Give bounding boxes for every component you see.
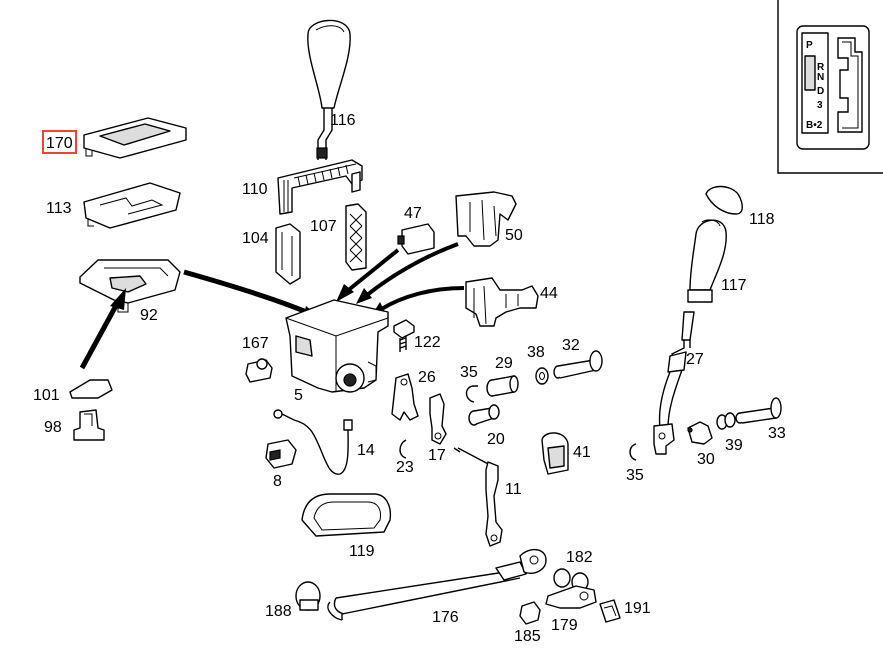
label-35-top[interactable]: 35 [460,364,478,381]
label-118[interactable]: 118 [749,211,775,228]
label-116[interactable]: 116 [330,112,356,129]
part-98-retainer[interactable] [73,409,105,441]
part-182-bushing[interactable] [553,568,589,592]
gate-pos-b2: B•2 [806,120,823,131]
label-20[interactable]: 20 [487,431,505,448]
part-188-grommet[interactable] [295,581,321,611]
shift-gate-inset: P R N D 3 B•2 [777,0,883,174]
part-117-knob[interactable] [687,219,727,303]
part-39-spacer[interactable] [716,412,736,430]
label-17[interactable]: 17 [428,447,446,464]
label-35-right[interactable]: 35 [626,467,644,484]
arrow-92-to-101 [79,288,126,370]
label-23[interactable]: 23 [396,459,414,476]
part-167-bulb[interactable] [245,358,273,383]
label-185[interactable]: 185 [514,628,541,645]
gate-pos-p: P [806,40,813,51]
part-8-bracket[interactable] [265,439,297,469]
label-113[interactable]: 113 [46,200,72,217]
part-107-strip[interactable] [345,203,367,271]
part-122-bolt[interactable] [393,319,415,352]
part-41-bracket[interactable] [541,432,569,475]
part-50-bracket[interactable] [455,191,517,247]
label-167[interactable]: 167 [242,335,269,352]
part-33-pin[interactable] [735,397,782,424]
part-191-clip[interactable] [599,599,621,623]
arrow-50-to-housing [356,242,459,304]
label-11[interactable]: 11 [505,481,522,498]
label-8[interactable]: 8 [273,473,282,490]
label-191[interactable]: 191 [624,600,651,617]
label-179[interactable]: 179 [551,617,578,634]
part-20-pin[interactable] [468,404,500,426]
part-170-trim-frame[interactable] [83,117,187,159]
part-116-shift-knob[interactable] [307,19,351,160]
part-119-gasket[interactable] [301,493,392,537]
gate-pos-n: N [817,72,824,83]
label-119[interactable]: 119 [349,543,375,560]
label-170[interactable]: 170 [46,135,73,152]
label-32[interactable]: 32 [562,337,580,354]
part-38-spacer[interactable] [535,367,549,385]
gate-pos-3: 3 [817,100,823,111]
part-14-cable[interactable] [273,409,353,475]
arrow-47-to-housing [336,248,400,302]
label-27[interactable]: 27 [686,351,704,368]
part-32-pin[interactable] [553,350,603,379]
part-47-switch[interactable] [397,223,435,255]
part-44-connector[interactable] [465,277,539,327]
part-27-lever-assembly[interactable] [653,311,695,455]
part-104-strip[interactable] [275,223,301,285]
label-170-highlight [42,130,77,154]
label-5[interactable]: 5 [294,387,303,404]
label-110[interactable]: 110 [242,181,268,198]
part-113-shift-plate[interactable] [83,182,181,229]
label-38[interactable]: 38 [527,344,545,361]
gate-pos-r: R [817,62,825,73]
label-122[interactable]: 122 [414,334,441,351]
part-17-lever[interactable] [429,393,447,445]
part-176-shift-rod[interactable] [327,549,547,621]
part-118-knob-cap[interactable] [705,185,743,215]
label-98[interactable]: 98 [44,419,62,436]
part-11-lever[interactable] [453,447,503,547]
part-30-clip[interactable] [687,421,713,445]
label-29[interactable]: 29 [495,355,513,372]
label-92[interactable]: 92 [140,307,158,324]
label-33[interactable]: 33 [768,425,786,442]
label-117[interactable]: 117 [721,277,747,294]
gate-pos-d: D [817,86,824,97]
part-35-ring-top[interactable] [465,385,479,403]
part-5-housing[interactable] [285,299,389,393]
label-188[interactable]: 188 [265,603,292,620]
label-176[interactable]: 176 [432,609,459,626]
label-41[interactable]: 41 [573,444,591,461]
part-185-nut[interactable] [519,601,541,625]
label-50[interactable]: 50 [505,227,523,244]
label-104[interactable]: 104 [242,230,269,247]
label-44[interactable]: 44 [540,285,558,302]
part-179-link[interactable] [545,585,597,609]
part-26-lever[interactable] [391,373,419,421]
part-101-clip[interactable] [69,379,113,399]
label-47[interactable]: 47 [404,205,422,222]
part-29-bushing[interactable] [486,375,519,397]
label-101[interactable]: 101 [33,387,60,404]
label-14[interactable]: 14 [357,442,375,459]
part-23-clip[interactable] [399,439,407,459]
label-39[interactable]: 39 [725,437,743,454]
label-30[interactable]: 30 [697,451,715,468]
label-182[interactable]: 182 [566,549,593,566]
part-35-ring-right[interactable] [629,443,637,461]
part-92-base-plate[interactable] [79,259,181,313]
label-26[interactable]: 26 [418,369,436,386]
part-110-cover[interactable] [277,159,363,215]
label-107[interactable]: 107 [310,218,337,235]
